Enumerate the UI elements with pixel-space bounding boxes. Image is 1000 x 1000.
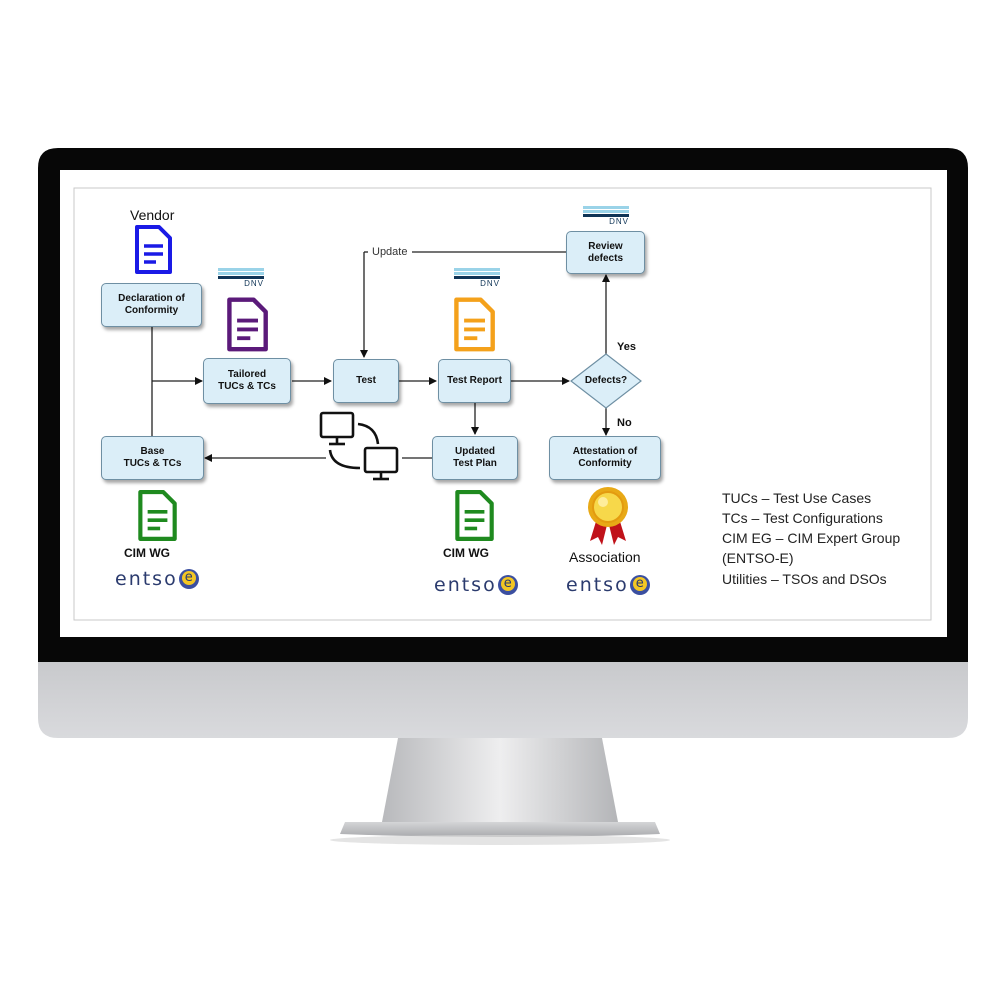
updated-test-plan-label: Updated Test Plan (453, 446, 497, 469)
defects-decision-diamond (570, 353, 642, 409)
tailored-tucs-box: Tailored TUCs & TCs (203, 358, 291, 404)
base-tucs-box: Base TUCs & TCs (101, 436, 204, 480)
attestation-of-conformity-label: Attestation of Conformity (572, 446, 638, 469)
entsoe-logo-2-text: entso (434, 574, 497, 596)
updated-test-plan-box: Updated Test Plan (432, 436, 518, 480)
tailored-document-icon (227, 297, 268, 352)
vendor-caption: Vendor (130, 207, 175, 223)
review-defects-label: Review defects (587, 240, 623, 264)
dnv-logo-1-text: DNV (244, 279, 264, 288)
association-caption: Association (569, 549, 641, 565)
computers-exchange-icon (319, 411, 399, 481)
cim-wg-caption-middle: CIM WG (443, 546, 489, 560)
test-label: Test (356, 375, 376, 386)
review-defects-box: Review defects (566, 231, 645, 274)
test-box: Test (333, 359, 399, 403)
cim-wg-document-icon-middle (455, 490, 494, 541)
legend-line-utilities: Utilities – TSOs and DSOs (722, 571, 887, 587)
dnv-logo-1: DNV (218, 268, 264, 288)
declaration-of-conformity-label: Declaration of Conformity (118, 293, 185, 316)
entsoe-logo-1-text: entso (115, 568, 178, 590)
test-report-label: Test Report (447, 375, 502, 386)
test-report-box: Test Report (438, 359, 511, 403)
defects-decision-label: Defects? (584, 375, 628, 386)
legend-line-entso-e: (ENTSO-E) (722, 550, 794, 566)
base-tucs-label: Base TUCs & TCs (123, 446, 182, 469)
no-edge-label: No (617, 417, 632, 429)
legend-line-tcs: TCs – Test Configurations (722, 510, 883, 526)
dnv-logo-3-text: DNV (609, 217, 629, 226)
entsoe-logo-3-text: entso (566, 574, 629, 596)
dnv-logo-2: DNV (454, 268, 500, 288)
cim-wg-document-icon-left (138, 490, 177, 541)
dnv-logo-3: DNV (583, 206, 629, 226)
tailored-tucs-label: Tailored TUCs & TCs (218, 369, 276, 392)
legend-line-tucs: TUCs – Test Use Cases (722, 490, 872, 506)
test-report-document-icon (454, 297, 495, 352)
cim-wg-caption-left: CIM WG (124, 546, 170, 560)
update-edge-label: Update (371, 246, 409, 258)
legend-line-cim-eg: CIM EG – CIM Expert Group (722, 530, 901, 546)
dnv-logo-2-text: DNV (480, 279, 500, 288)
attestation-of-conformity-box: Attestation of Conformity (549, 436, 661, 480)
entsoe-logo-1-letter: e (181, 571, 196, 585)
declaration-of-conformity-box: Declaration of Conformity (101, 283, 202, 327)
award-ribbon-icon (588, 487, 628, 545)
vendor-document-icon (135, 225, 172, 274)
entsoe-logo-2-letter: e (500, 577, 515, 591)
entsoe-logo-3-letter: e (632, 577, 647, 591)
yes-edge-label: Yes (617, 341, 636, 353)
